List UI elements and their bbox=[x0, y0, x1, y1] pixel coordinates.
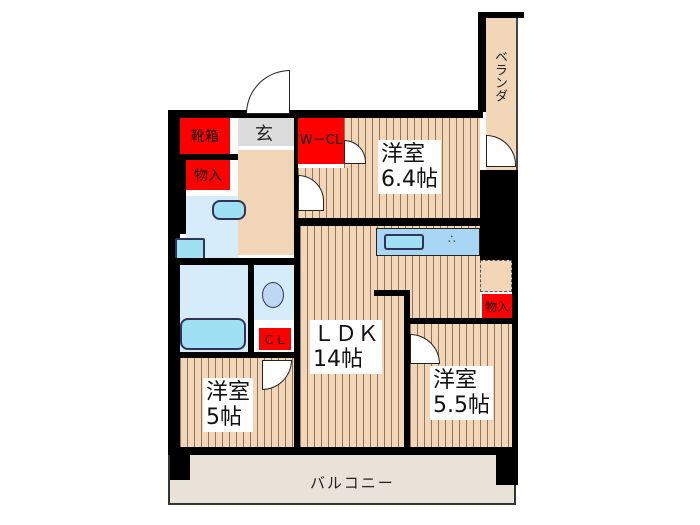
walk-in-closet: W－CL bbox=[298, 118, 344, 164]
western-room-3-label: 洋室 5.5帖 bbox=[430, 366, 493, 420]
balcony-pillar-left bbox=[170, 455, 190, 480]
wash-basin bbox=[212, 200, 246, 220]
outer-wall-bottom bbox=[168, 447, 518, 455]
outer-wall-right bbox=[480, 170, 518, 260]
entrance-door[interactable] bbox=[246, 70, 290, 114]
outer-wall-top bbox=[168, 110, 483, 118]
wet-wall bbox=[172, 258, 294, 265]
balcony bbox=[168, 455, 516, 505]
kitchen-partition bbox=[374, 290, 410, 296]
room3-left-wall bbox=[404, 290, 410, 447]
storage-wall-left bbox=[180, 154, 186, 234]
veranda-wall-left bbox=[478, 12, 486, 112]
kitchen-sink bbox=[384, 234, 424, 250]
bath-wall bbox=[248, 258, 254, 358]
veranda-wall bbox=[478, 12, 524, 18]
balcony-label: バルコニー bbox=[310, 474, 395, 492]
room1-bottom-wall bbox=[294, 218, 484, 226]
refrigerator-space bbox=[480, 260, 512, 292]
ldk-left-wall bbox=[294, 226, 300, 447]
bathtub bbox=[180, 318, 246, 350]
stove-icon: ∴ bbox=[448, 232, 456, 246]
outer-wall-left bbox=[168, 110, 180, 455]
western-room-2-label: 洋室 5帖 bbox=[203, 378, 254, 432]
storage-1: 物入 bbox=[186, 160, 230, 190]
storage-wall bbox=[180, 154, 238, 160]
toilet-icon bbox=[262, 282, 284, 308]
entrance-label: 玄 bbox=[255, 124, 273, 145]
entrance bbox=[238, 118, 294, 146]
hallway bbox=[238, 150, 294, 255]
outer-wall-right-lower bbox=[512, 260, 518, 455]
washing-machine-pan bbox=[175, 238, 205, 260]
wic-wall bbox=[294, 118, 298, 218]
balcony-pillar-right bbox=[496, 455, 518, 485]
veranda-label: ベランダ bbox=[492, 50, 507, 102]
western-room-1-label: 洋室 6.4帖 bbox=[378, 140, 441, 194]
wet-bottom-wall bbox=[172, 352, 294, 358]
ldk-label: ＬＤＫ 14帖 bbox=[310, 320, 383, 374]
room3-top-wall bbox=[404, 318, 516, 324]
walk-in-closet-label: W－CL bbox=[299, 133, 343, 148]
storage-2: 物入 bbox=[482, 294, 512, 318]
shoe-box: 靴箱 bbox=[180, 118, 230, 154]
closet: ＣＬ bbox=[259, 328, 291, 350]
